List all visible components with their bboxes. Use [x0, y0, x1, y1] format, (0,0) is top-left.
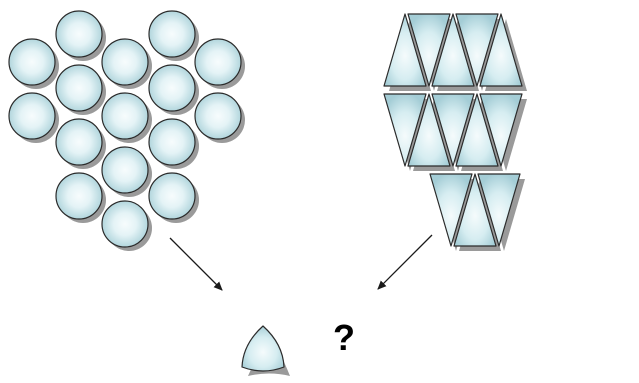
triangle-tiling-group: [384, 14, 527, 251]
sphere: [102, 93, 148, 139]
sphere: [9, 39, 55, 85]
left-arrow: [170, 238, 222, 290]
sphere: [195, 39, 241, 85]
circle-packing-group: [9, 11, 245, 251]
sphere: [56, 11, 102, 57]
sphere: [9, 93, 55, 139]
sphere: [56, 173, 102, 219]
sphere: [149, 119, 195, 165]
question-mark: ?: [333, 318, 355, 358]
sphere: [149, 173, 195, 219]
sphere: [102, 39, 148, 85]
reuleaux-triangle-shape: [242, 326, 290, 376]
sphere: [102, 147, 148, 193]
sphere: [195, 93, 241, 139]
sphere: [149, 11, 195, 57]
right-arrow: [378, 235, 432, 289]
sphere: [56, 119, 102, 165]
sphere: [102, 201, 148, 247]
sphere: [149, 65, 195, 111]
sphere: [56, 65, 102, 111]
